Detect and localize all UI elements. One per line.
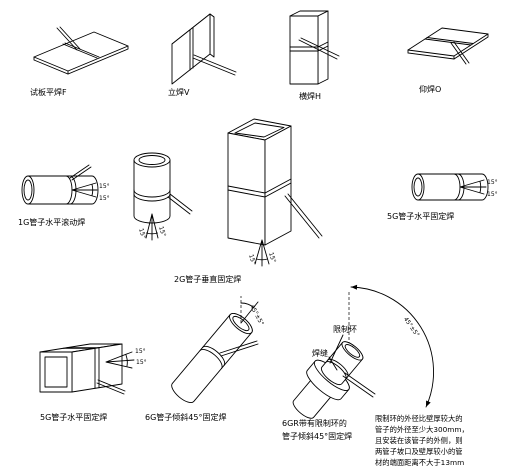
pipe-2g-angle-arc — [146, 232, 158, 235]
pipe-6gr-electrode — [342, 372, 376, 398]
weld-seam-callout: 焊缝 — [312, 348, 328, 358]
square-tube-5g-drawing — [39, 343, 135, 395]
pipe-6gr-tilt-angle: 45°±5° — [402, 316, 421, 338]
ring-note-line: 限制环的外径比壁厚较大的 — [375, 414, 463, 423]
pipe-2g-bore — [138, 155, 166, 165]
pipe-1g-angle-lower: 15° — [99, 195, 110, 202]
pipe-2g-body — [133, 159, 171, 224]
ring-note-line: 且安装在该管子的外侧，则 — [375, 436, 463, 445]
pipe-6g-label: 6G管子倾斜45°固定焊 — [145, 412, 226, 422]
vertical-plate-face — [171, 13, 211, 85]
pipe-6gr-drawing — [292, 284, 434, 419]
vertical-electrode — [192, 57, 236, 76]
flat-electrode — [59, 26, 81, 50]
vertical-electrode — [193, 54, 237, 73]
horizontal-plate-face — [289, 15, 319, 85]
flat-weld-drawing — [33, 26, 129, 75]
pipe-6g-tilt-angle: 45°±5° — [248, 304, 265, 327]
pipe-6g-joint — [199, 345, 226, 369]
ring-note-line: 管子的外径至少大300mm， — [375, 425, 469, 434]
horizontal-weld-label: 横焊H — [299, 91, 321, 101]
pipe-6gr-arc-arrow-start — [351, 284, 358, 290]
pipe-1g-body — [27, 175, 99, 205]
pipe-1g-drawing — [21, 164, 99, 205]
pipe-6gr-bore — [344, 344, 361, 358]
square-tube-5g-angle-lower: 15° — [136, 359, 147, 366]
overhead-joint-line — [424, 38, 472, 46]
square-tube-5g-label: 5G管子水平固定焊 — [40, 412, 107, 422]
square-tube-5g-angle-upper: 15° — [135, 348, 146, 355]
pipe-2g-drawing — [133, 152, 193, 241]
pipe-6g-angle-arc — [240, 302, 255, 309]
horizontal-electrode — [298, 39, 338, 60]
pipe-1g-bore — [23, 179, 33, 201]
square-tube-joint — [227, 178, 292, 198]
ring-note-line: 两管子坡口及壁厚较小的管 — [375, 447, 463, 456]
square-tube-5g-opening — [44, 356, 68, 388]
pipe-2g-joint — [133, 189, 171, 202]
overhead-electrode — [453, 41, 470, 64]
pipe-5g-angle-upper: 15° — [487, 179, 498, 186]
ring-note-line: 材的端面距离不大于13mm — [375, 458, 464, 467]
square-tube-5g-electrode — [96, 379, 126, 395]
square-tube-5g-joint — [62, 347, 100, 389]
flat-joint-line — [64, 42, 100, 58]
pipe-6gr-angle-arc — [350, 286, 434, 408]
restriction-ring-callout: 限制环 — [333, 324, 357, 334]
horizontal-joint-line — [317, 41, 329, 48]
horizontal-plate-side — [317, 10, 329, 85]
pipe-2g-angle-lines — [145, 213, 159, 241]
pipe-1g-angle-upper: 15° — [99, 183, 110, 190]
square-tube-angle-right: 15° — [267, 251, 277, 263]
pipe-2g-angle-right: 15° — [157, 225, 167, 237]
horizontal-weld-drawing — [289, 10, 340, 85]
pipe-5g-body — [417, 173, 489, 201]
square-tube-5g-angle-lines — [105, 351, 135, 369]
square-tube-5g-angle-arc — [125, 354, 128, 367]
vertical-weld-label: 立焊V — [168, 87, 190, 97]
pipe-1g-label: 1G管子水平滚动焊 — [18, 217, 85, 227]
flat-joint-line — [62, 43, 98, 59]
pipe-1g-angle-arc — [91, 184, 94, 196]
pipe-6g-electrode — [219, 340, 259, 357]
pipe-5g-round-label: 5G管子水平固定焊 — [387, 211, 454, 221]
square-tube-angle-left: 15° — [247, 253, 257, 265]
ring-note: 限制环的外径比壁厚较大的 管子的外径至少大300mm， 且安装在该管子的外侧，则… — [375, 414, 469, 467]
overhead-electrode — [450, 42, 467, 65]
pipe-6gr-arc-arrow-end — [426, 400, 431, 407]
pipe-6g-drawing — [171, 296, 259, 404]
square-tube-electrode — [284, 193, 323, 239]
weld-seam-leader — [328, 356, 338, 371]
overhead-weld-label: 仰焊O — [419, 84, 441, 94]
square-tube-angle-lines — [254, 239, 270, 267]
pipe-6gr-label-line1: 6GR带有限制环的 — [282, 418, 347, 428]
flat-electrode — [56, 27, 78, 51]
overhead-weld-drawing — [407, 27, 489, 65]
pipe-2g-label: 2G管子垂直固定焊 — [174, 274, 241, 284]
pipe-5g-angle-lower: 15° — [487, 191, 498, 198]
vertical-plate-side-edge — [209, 13, 215, 58]
flat-weld-label: 试板平焊F — [30, 87, 67, 97]
square-tube-opening — [234, 122, 285, 138]
pipe-2g-angle-left: 15° — [137, 227, 147, 239]
overhead-joint-line — [426, 37, 474, 44]
vertical-weld-drawing — [171, 13, 237, 85]
square-tube-front-face — [227, 132, 266, 246]
square-tube-2g-drawing — [227, 118, 323, 267]
restriction-ring-leader — [329, 334, 344, 364]
pipe-5g-drawing — [411, 173, 489, 201]
pipe-6gr-label-line2: 管子倾斜45°固定焊 — [282, 431, 352, 441]
horizontal-electrode — [300, 37, 340, 57]
pipe-6g-axis-extension — [240, 301, 259, 324]
pipe-5g-angle-arc — [479, 181, 482, 193]
pipe-5g-bore — [413, 177, 423, 197]
square-tube-5g-side-face — [71, 343, 123, 393]
pipe-1g-electrode — [69, 164, 92, 181]
square-tube-angle-arc — [256, 258, 268, 261]
pipe-2g-electrode — [167, 193, 193, 215]
